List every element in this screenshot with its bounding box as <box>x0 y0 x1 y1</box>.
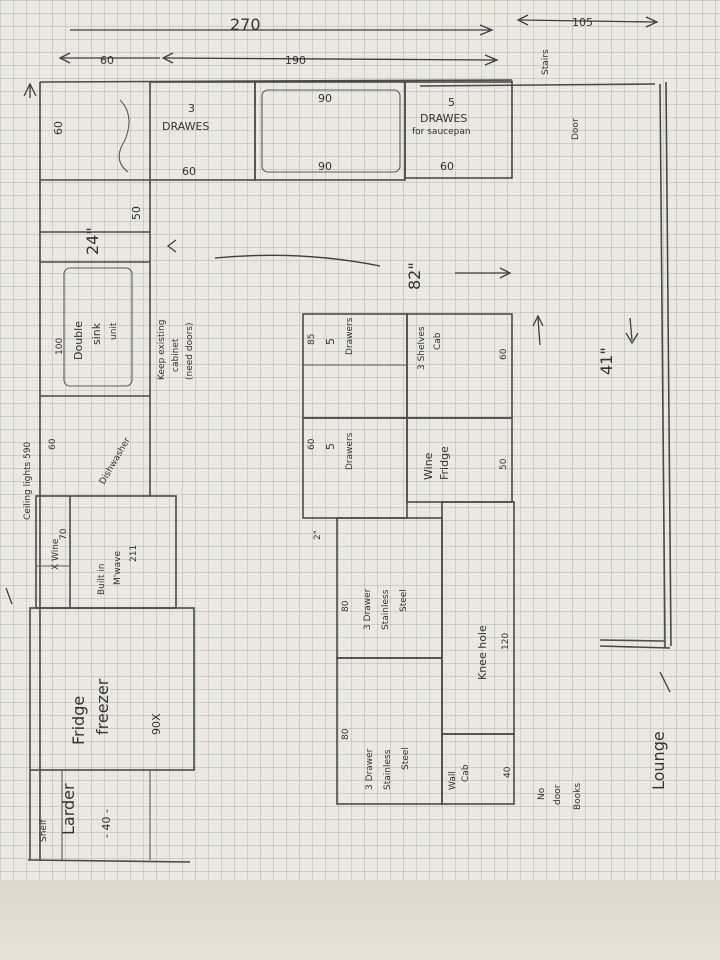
shelves-width: 60 <box>499 348 509 360</box>
fridge-label-2: freezer <box>93 678 112 735</box>
inner-width-label: 190 <box>285 54 306 67</box>
lounge-label: Lounge <box>649 731 668 790</box>
wine-rack-label: X Wine <box>51 538 61 570</box>
lounge-arrow <box>659 671 671 693</box>
note-line-2: cabinet <box>171 338 181 372</box>
microwave-label-2: M'wave <box>113 551 123 585</box>
drawers-left-count: 3 <box>188 102 195 115</box>
knee-hole-width: 120 <box>501 633 511 650</box>
island-offset: 2" <box>313 530 323 540</box>
wine-fridge-label-1: Wine <box>422 452 435 480</box>
lower-left-width: 60 <box>307 438 317 450</box>
fridge-width: 90X <box>150 713 163 735</box>
larder-label: Larder <box>59 783 78 835</box>
shelves-label: 3 Shelves <box>417 326 427 370</box>
steel-lower-label-3: Steel <box>401 747 411 770</box>
dimension-arrows <box>5 14 659 605</box>
wine-fridge-label-2: Fridge <box>438 446 451 480</box>
door-label: Door <box>571 118 581 140</box>
steel-lower-label-2: Stainless <box>383 749 393 790</box>
hob-bottom-width: 90 <box>318 160 332 173</box>
dishwasher-label: Dishwasher <box>98 436 133 487</box>
drawers-left-width: 60 <box>182 165 196 178</box>
microwave-label-3: 211 <box>129 545 139 562</box>
total-width-label: 270 <box>230 15 261 34</box>
steel-upper-label-3: Steel <box>399 589 409 612</box>
knee-hole-label: Knee hole <box>476 625 489 680</box>
drawers-right-note: for saucepan <box>412 127 471 137</box>
sink-label-3: unit <box>109 322 119 340</box>
shelves-cab: Cab <box>433 332 443 350</box>
wine-fridge-width: 50 <box>499 458 509 470</box>
note-line-3: (need doors) <box>185 323 195 381</box>
walls <box>27 79 672 863</box>
steel-lower-label-1: 3 Drawer <box>365 748 375 790</box>
books-line-1: No <box>537 787 547 800</box>
center-height: 82" <box>405 262 424 290</box>
microwave-label-1: Built in <box>97 564 107 595</box>
upper-mid-count: 5 <box>324 338 337 345</box>
steel-upper-label-1: 3 Drawer <box>363 588 373 630</box>
wine-rack-width: 70 <box>59 528 69 540</box>
steel-upper-label-2: Stainless <box>381 589 391 630</box>
note-line-1: Keep existing <box>157 320 167 380</box>
left-width-label: 60 <box>100 54 114 67</box>
lower-left-label: Drawers <box>345 432 355 470</box>
right-width-label: 105 <box>572 16 593 29</box>
steel-lower-width: 80 <box>341 728 351 740</box>
upper-left-width: 85 <box>307 334 317 345</box>
sink-width: 100 <box>55 338 65 355</box>
drawers-right-label: DRAWES <box>420 112 467 125</box>
books-line-3: Books <box>573 783 583 810</box>
island-units <box>302 313 515 805</box>
stairs-label: Stairs <box>541 49 551 75</box>
corner-depth: 60 <box>52 121 65 135</box>
hob-top-width: 90 <box>318 92 332 105</box>
sink-label-2: sink <box>90 322 103 345</box>
right-height: 41" <box>597 347 616 375</box>
drawers-right-count: 5 <box>448 96 455 109</box>
shelf-label: Shelf <box>39 819 49 842</box>
drawers-right-width: 60 <box>440 160 454 173</box>
lower-left-count: 5 <box>324 443 337 450</box>
dishwasher-width: 60 <box>48 438 58 450</box>
wall-cab-label-1: Wall <box>448 771 458 790</box>
small-unit-width: 50 <box>130 206 143 220</box>
upper-mid-label: Drawers <box>345 317 355 355</box>
center-arrow <box>166 239 639 346</box>
wall-cab-width: 40 <box>503 766 513 778</box>
larder-width: - 40 - <box>100 809 113 838</box>
steel-upper-width: 80 <box>341 600 351 612</box>
graph-paper-sheet <box>0 0 720 880</box>
table-surface <box>0 880 720 960</box>
back-wall-units <box>40 81 513 232</box>
left-wall-units <box>29 83 656 860</box>
wall-cab-label-2: Cab <box>461 764 471 782</box>
drawers-left-label: DRAWES <box>162 120 209 133</box>
books-line-2: door <box>553 784 563 805</box>
ceiling-lights: Ceiling lights 590 <box>23 441 33 520</box>
sink-label-1: Double <box>72 321 85 360</box>
fridge-label-1: Fridge <box>69 696 88 745</box>
sink-gap: 24" <box>83 227 102 255</box>
